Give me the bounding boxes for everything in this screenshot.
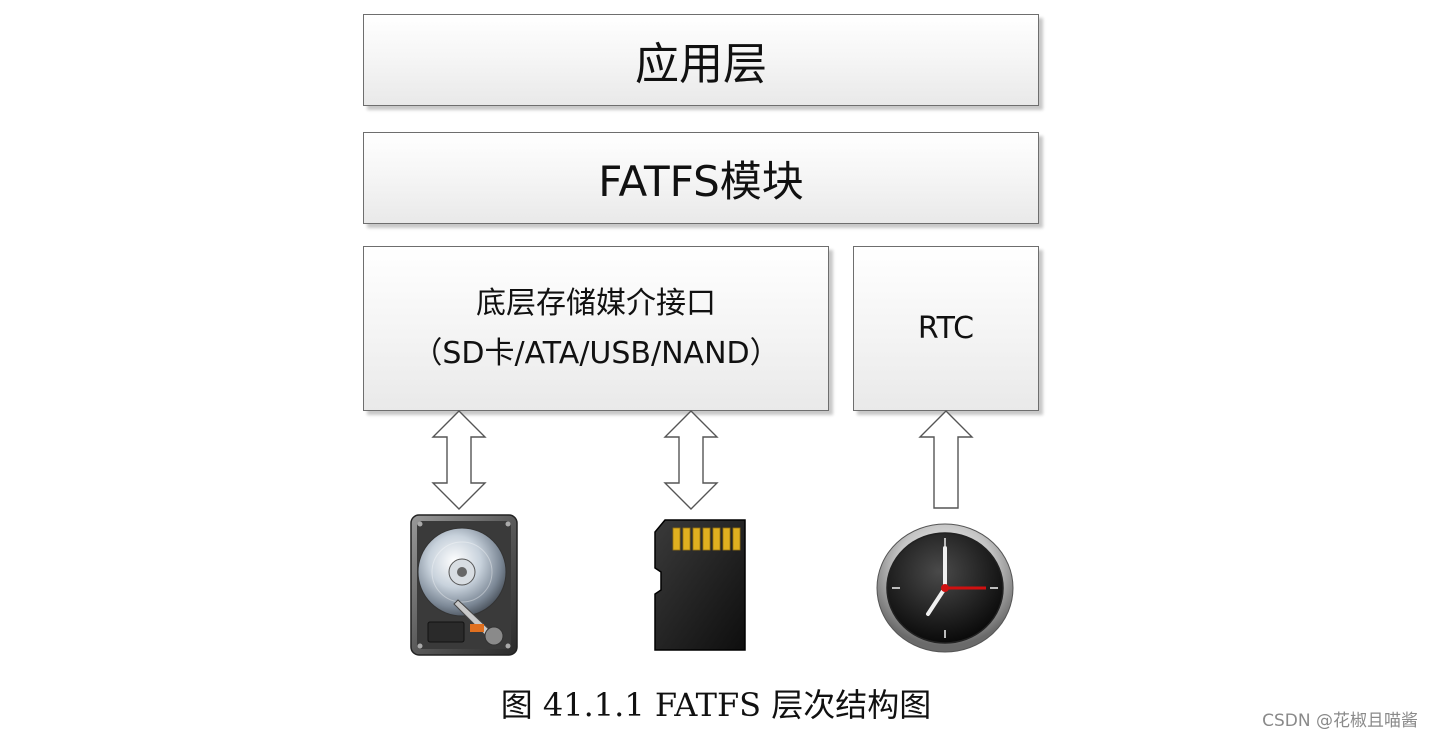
rtc-up-arrow bbox=[917, 410, 975, 510]
hard-disk-double-arrow bbox=[430, 410, 488, 510]
watermark: CSDN @花椒且喵酱 bbox=[1262, 706, 1418, 731]
figure-caption: 图 41.1.1 FATFS 层次结构图 bbox=[0, 680, 1432, 726]
fatfs-module-label: FATFS模块 bbox=[598, 148, 804, 209]
storage-interface-types: （SD卡/ATA/USB/NAND） bbox=[412, 329, 779, 379]
fatfs-module-box: FATFS模块 bbox=[363, 132, 1039, 224]
rtc-label: RTC bbox=[918, 311, 974, 346]
sd-card-double-arrow bbox=[662, 410, 720, 510]
application-layer-box: 应用层 bbox=[363, 14, 1039, 106]
rtc-box: RTC bbox=[853, 246, 1039, 411]
sd-card-icon bbox=[653, 518, 749, 652]
clock-icon bbox=[874, 518, 1016, 654]
storage-interface-label: 底层存储媒介接口 bbox=[476, 279, 716, 329]
hard-disk-icon bbox=[408, 512, 520, 658]
application-layer-label: 应用层 bbox=[635, 28, 767, 92]
storage-interface-box: 底层存储媒介接口 （SD卡/ATA/USB/NAND） bbox=[363, 246, 829, 411]
